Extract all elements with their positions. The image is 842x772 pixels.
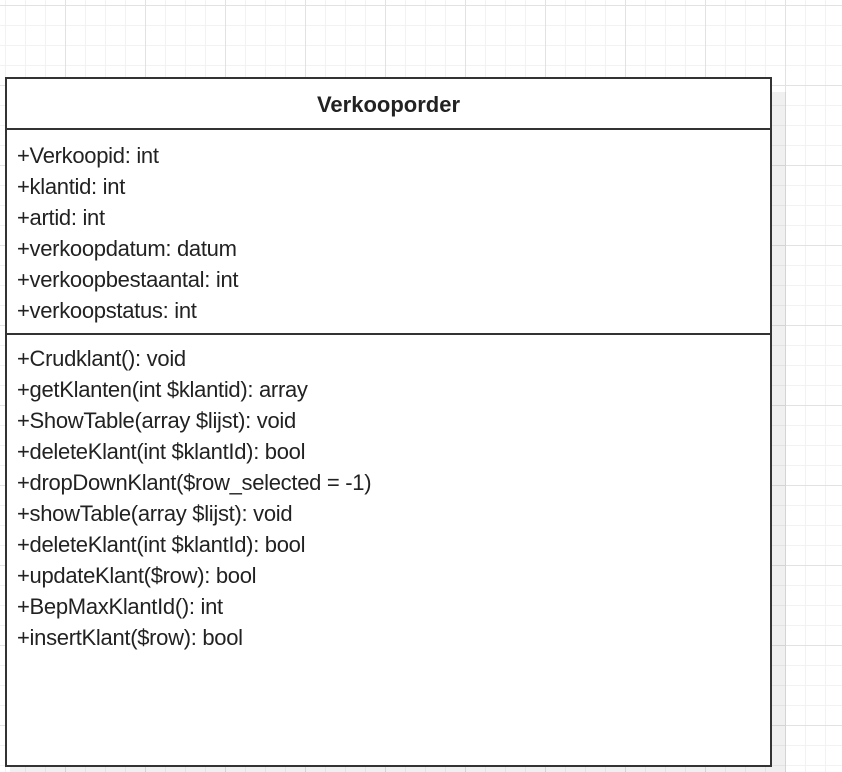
method[interactable]: +ShowTable(array $lijst): void <box>17 408 296 433</box>
method[interactable]: +getKlanten(int $klantid): array <box>17 377 308 402</box>
method[interactable]: +deleteKlant(int $klantId): bool <box>17 532 306 557</box>
attribute[interactable]: +klantid: int <box>17 174 126 199</box>
attribute[interactable]: +verkoopbestaantal: int <box>17 267 239 292</box>
methods-section[interactable]: +Crudklant(): void +getKlanten(int $klan… <box>7 335 770 653</box>
attribute[interactable]: +verkoopdatum: datum <box>17 236 237 261</box>
attribute[interactable]: +Verkoopid: int <box>17 143 159 168</box>
attribute[interactable]: +artid: int <box>17 205 105 230</box>
method[interactable]: +updateKlant($row): bool <box>17 563 257 588</box>
class-name[interactable]: Verkooporder <box>7 79 770 130</box>
attribute[interactable]: +verkoopstatus: int <box>17 298 197 323</box>
attributes-section[interactable]: +Verkoopid: int +klantid: int +artid: in… <box>7 130 770 335</box>
method[interactable]: +BepMaxKlantId(): int <box>17 594 223 619</box>
method[interactable]: +Crudklant(): void <box>17 346 186 371</box>
method[interactable]: +insertKlant($row): bool <box>17 625 243 650</box>
method[interactable]: +dropDownKlant($row_selected = -1) <box>17 470 372 495</box>
method[interactable]: +deleteKlant(int $klantId): bool <box>17 439 306 464</box>
uml-class-verkooporder[interactable]: Verkooporder +Verkoopid: int +klantid: i… <box>5 77 772 767</box>
method[interactable]: +showTable(array $lijst): void <box>17 501 293 526</box>
